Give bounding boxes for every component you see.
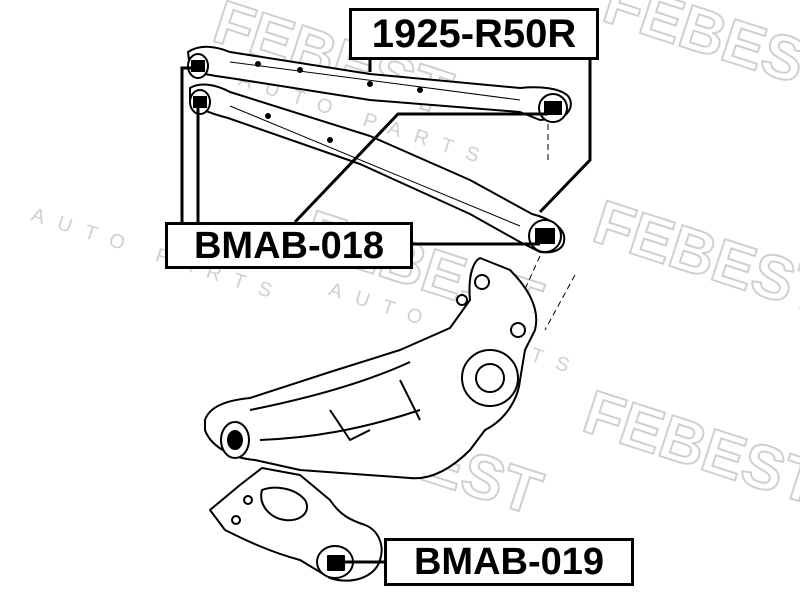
watermark-brand-7: FEBEST (576, 378, 800, 519)
leader-lines (180, 60, 592, 564)
leader-018-upper-right (293, 112, 548, 224)
watermark-brand-5: FEBEST (596, 0, 800, 109)
part-label-bmab-018: BMAB-018 (165, 222, 413, 269)
bushing-upper-right-core (544, 101, 562, 115)
bushing-lower-right-core (535, 228, 555, 244)
rear-knuckle (204, 257, 538, 480)
part-label-bmab-019: BMAB-019 (384, 538, 634, 586)
leader-1925-right (538, 60, 592, 214)
bushing-upper-left-core (191, 60, 205, 72)
watermark-brand-6: FEBEST (586, 188, 800, 329)
part-label-1925-r50r: 1925-R50R (349, 8, 599, 60)
bushing-lower-left-core (193, 96, 207, 108)
hub-inner (475, 363, 505, 393)
leader-018-left-outer (180, 66, 192, 222)
lower-control-arm (189, 83, 566, 254)
bushings (187, 53, 568, 253)
upper-control-arm (187, 45, 572, 121)
mounting-bracket (209, 467, 383, 582)
